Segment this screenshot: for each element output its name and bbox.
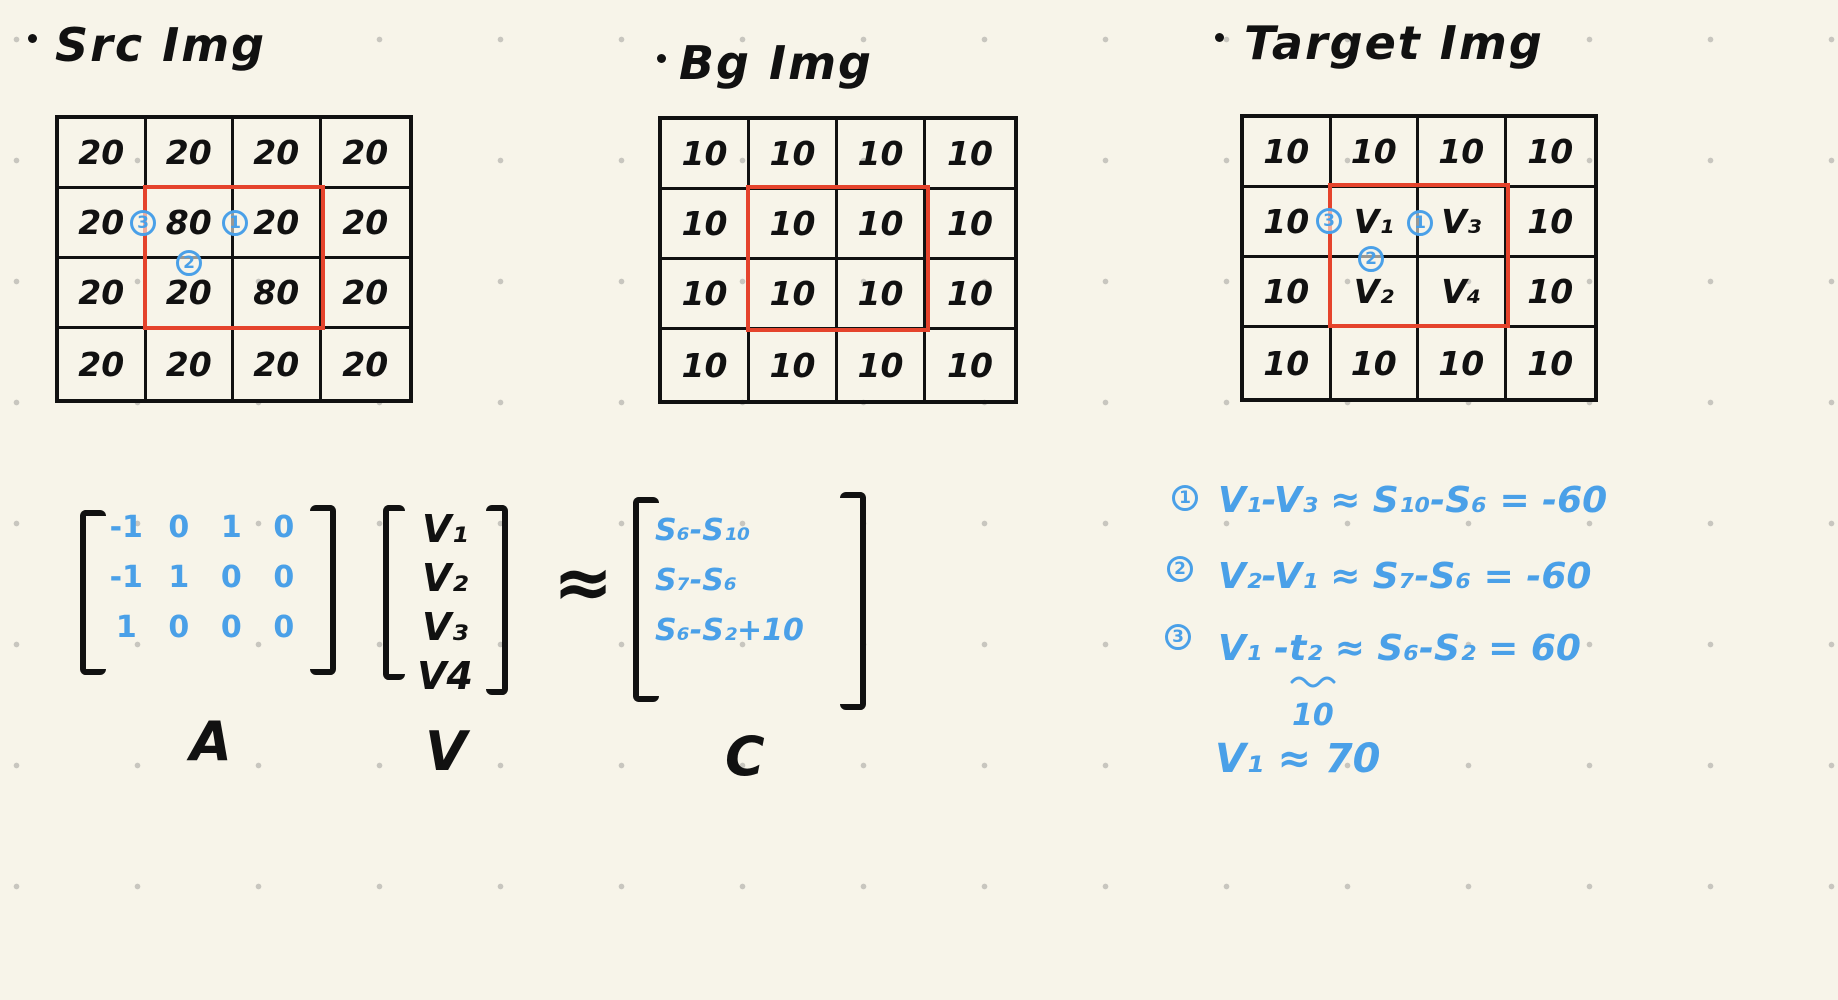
bg-cell: 10: [926, 190, 1014, 260]
target-cell: 10: [1332, 328, 1419, 398]
matrix-a-entry: 0: [220, 609, 242, 645]
matrix-a-entry: 0: [220, 559, 242, 595]
vector-c: S₆-S₁₀ S₇-S₆ S₆-S₂+10: [655, 505, 840, 655]
matrix-a-entry: 0: [168, 509, 190, 545]
src-marker-2: 2: [176, 250, 202, 276]
equation-1: V₁-V₃ ≈ S₁₀-S₆ = -60: [1218, 480, 1608, 521]
matrix-a-entry: 0: [168, 609, 190, 645]
vector-v: V₁ V₂ V₃ V4: [405, 505, 485, 700]
vector-c-entry: S₆-S₁₀: [655, 512, 751, 548]
vector-c-label: C: [725, 725, 765, 788]
bg-cell: 10: [838, 120, 926, 190]
src-title: Src Img: [55, 18, 267, 72]
bg-cell: 10: [662, 190, 750, 260]
bg-cell: 10: [838, 190, 926, 260]
src-cell: 20: [146, 259, 234, 329]
target-marker-1: 1: [1407, 210, 1433, 236]
bg-cell: 10: [662, 260, 750, 330]
bg-highlight-box: [746, 185, 930, 332]
vector-c-entry: S₇-S₆: [655, 562, 737, 598]
src-cell: 20: [234, 189, 322, 259]
src-cell: 20: [146, 119, 234, 189]
matrix-a-entry: 1: [220, 509, 242, 545]
target-cell: V₃: [1419, 188, 1507, 258]
matrix-a: -1 0 1 0 -1 1 0 0 1 0 0 0: [100, 502, 310, 652]
vector-c-left-bracket: [633, 497, 659, 702]
vector-v-entry: V₂: [421, 556, 469, 601]
src-cell: 20: [234, 329, 322, 399]
target-cell: 10: [1527, 343, 1574, 383]
vector-c-right-bracket: [840, 492, 866, 710]
matrix-a-entry: 0: [273, 609, 295, 645]
src-cell: 20: [321, 259, 409, 329]
equation-2: V₂-V₁ ≈ S₇-S₆ = -60: [1218, 556, 1592, 597]
target-cell: 10: [1506, 188, 1594, 258]
matrix-a-right-bracket: [310, 505, 336, 675]
matrix-a-entry: -1: [109, 559, 143, 595]
equation-1-marker: 1: [1172, 485, 1198, 511]
matrix-a-entry: 1: [115, 609, 137, 645]
src-cell: 20: [59, 259, 147, 329]
src-marker-1: 1: [222, 210, 248, 236]
approx-symbol: ≈: [553, 540, 614, 624]
vector-v-entry: V4: [417, 653, 473, 698]
vector-v-left-bracket: [383, 505, 405, 680]
bg-cell: 10: [750, 120, 838, 190]
t2-value: 10: [1292, 698, 1334, 733]
target-cell: 10: [1331, 118, 1419, 188]
equation-3-marker: 3: [1165, 624, 1191, 650]
src-cell: 20: [59, 119, 147, 189]
equation-2-marker: 2: [1167, 556, 1193, 582]
bg-cell: 10: [926, 260, 1014, 330]
bg-cell: 10: [838, 330, 926, 400]
bg-cell: 10: [750, 330, 838, 400]
src-cell: 20: [59, 329, 147, 399]
matrix-a-entry: -1: [109, 509, 143, 545]
result-equation: V₁ ≈ 70: [1215, 736, 1381, 782]
src-marker-3: 3: [130, 210, 156, 236]
target-cell: 10: [1506, 118, 1594, 188]
matrix-a-entry: 1: [168, 559, 190, 595]
matrix-a-label: A: [190, 710, 232, 773]
target-highlight-box: [1328, 183, 1510, 328]
src-cell: 20: [321, 119, 409, 189]
equation-3: V₁ -t₂ ≈ S₆-S₂ = 60: [1218, 628, 1581, 669]
bg-cell: 10: [662, 330, 750, 400]
t2-underline-squiggle: [1290, 676, 1336, 688]
target-cell: 10: [1244, 328, 1332, 398]
bg-cell: 10: [662, 120, 750, 190]
target-cell: 10: [1506, 258, 1594, 328]
vector-c-entry: S₆-S₂+10: [655, 612, 804, 648]
bg-title-bullet: [657, 54, 666, 63]
target-cell: 10: [1244, 258, 1332, 328]
src-highlight-box: [143, 185, 325, 330]
bg-title: Bg Img: [679, 36, 873, 90]
src-cell: 20: [234, 119, 322, 189]
src-title-bullet: [28, 34, 37, 43]
matrix-a-left-bracket: [80, 510, 106, 675]
target-cell: 10: [1244, 118, 1332, 188]
target-grid: 10 10 10 10 10 V₁ V₃ 10 10 V₂ V₄ 10 10 1…: [1240, 114, 1598, 402]
target-cell: 10: [1419, 118, 1507, 188]
src-cell: 20: [321, 189, 409, 259]
matrix-a-entry: 0: [273, 559, 295, 595]
bg-cell: 10: [947, 345, 993, 385]
src-cell: 20: [147, 329, 234, 399]
matrix-a-entry: 0: [273, 509, 295, 545]
target-marker-3: 3: [1316, 208, 1342, 234]
vector-v-label: V: [425, 720, 467, 783]
vector-v-entry: V₃: [421, 604, 469, 649]
bg-cell: 10: [750, 190, 838, 260]
target-title: Target Img: [1244, 16, 1544, 70]
target-cell: 10: [1419, 328, 1507, 398]
target-title-bullet: [1215, 33, 1224, 42]
src-cell: 20: [342, 344, 389, 384]
target-marker-2: 2: [1358, 246, 1384, 272]
bg-cell: 10: [926, 120, 1014, 190]
vector-v-right-bracket: [486, 505, 508, 695]
vector-v-entry: V₁: [421, 507, 469, 552]
